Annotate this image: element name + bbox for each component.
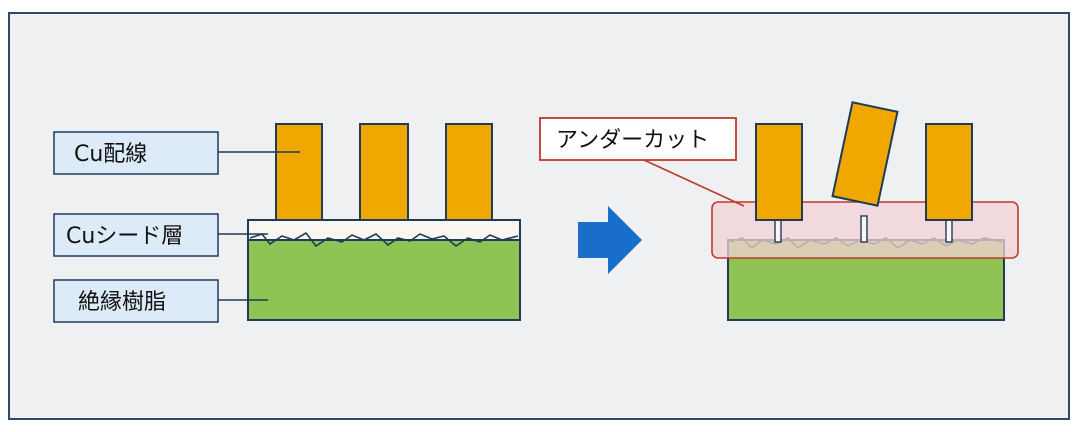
seed-post-1 <box>774 219 782 243</box>
label-cu-seed: Cuシード層 <box>66 224 183 249</box>
seed-layer-left <box>247 219 521 241</box>
cu-line-right-3 <box>925 123 973 221</box>
label-cu-wiring: Cu配線 <box>74 142 147 167</box>
rough-interface-left <box>249 231 519 248</box>
callout-undercut: アンダーカット <box>556 128 709 153</box>
cu-line-left-1 <box>275 123 323 221</box>
callout-box-undercut <box>539 117 737 161</box>
label-box-cu-seed <box>53 213 219 257</box>
label-insulating-resin: 絶縁樹脂 <box>78 290 166 315</box>
resin-block-left <box>247 235 521 321</box>
right-arrow-icon <box>578 206 642 274</box>
cu-line-right-1 <box>755 123 803 221</box>
seed-post-2 <box>860 215 868 243</box>
seed-post-3 <box>945 219 953 243</box>
cu-line-left-2 <box>359 123 409 221</box>
callout-leader <box>643 159 745 207</box>
label-box-resin <box>53 279 219 323</box>
cu-line-right-tilted <box>831 101 899 207</box>
cu-line-left-3 <box>445 123 493 221</box>
label-box-cu-wiring <box>53 131 219 175</box>
